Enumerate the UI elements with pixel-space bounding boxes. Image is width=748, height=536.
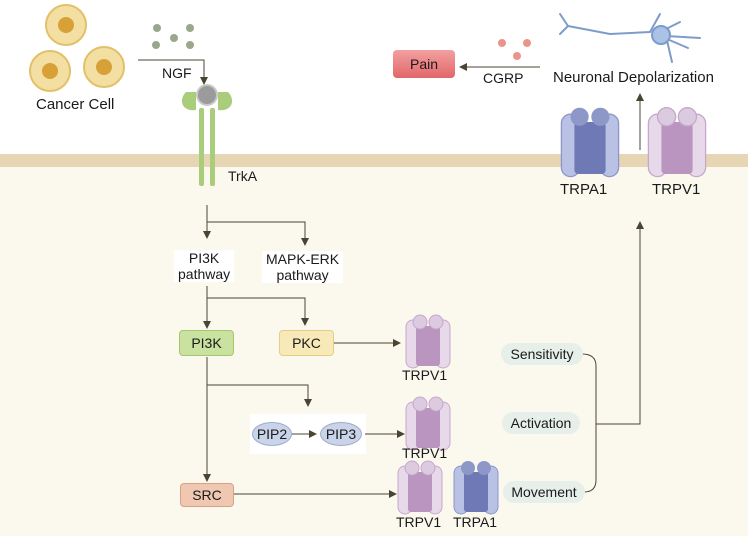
trpa1-channel-icon bbox=[560, 107, 620, 178]
mapk-pathway-line1: MAPK-ERK bbox=[266, 251, 340, 267]
effects-brace bbox=[581, 353, 597, 493]
trpv1-channel-icon bbox=[647, 107, 707, 178]
pi3k-pathway-line1: PI3K bbox=[188, 250, 220, 266]
movement-pill: Movement bbox=[503, 481, 585, 503]
pip3-node: PIP3 bbox=[320, 422, 362, 446]
trpa1-src-label: TRPA1 bbox=[453, 514, 498, 530]
cgrp-molecules-icon bbox=[498, 39, 531, 60]
trpa1-top-label: TRPA1 bbox=[560, 181, 608, 198]
trpv1-top-label: TRPV1 bbox=[652, 181, 701, 198]
cancer-cell-icon bbox=[29, 4, 125, 92]
ngf-molecules-icon bbox=[152, 24, 194, 49]
trka-receptor-icon bbox=[181, 84, 233, 186]
activation-pill: Activation bbox=[502, 412, 580, 434]
sensitivity-pill: Sensitivity bbox=[501, 343, 583, 365]
neuronal-depolarization-label: Neuronal Depolarization bbox=[553, 69, 714, 86]
cytoplasm-region bbox=[0, 165, 748, 536]
trpv1-src-label: TRPV1 bbox=[396, 514, 442, 530]
effects-to-depolarization-arrow bbox=[596, 221, 644, 425]
trka-to-mapk-pathway-arrow bbox=[207, 221, 309, 246]
cgrp-label: CGRP bbox=[483, 70, 524, 86]
trpv1-pkc-label: TRPV1 bbox=[402, 367, 448, 383]
ngf-to-trka-arrow bbox=[138, 59, 208, 85]
pi3k-pathway-line2: pathway bbox=[178, 266, 231, 283]
pi3k-pathway-label: PI3K pathway bbox=[174, 250, 235, 283]
pi3k-to-pip-arrow bbox=[207, 384, 312, 407]
pi3k-pathway-to-pkc-arrow bbox=[207, 297, 309, 326]
cancer-cell-label: Cancer Cell bbox=[36, 96, 115, 113]
ngf-label: NGF bbox=[162, 65, 192, 81]
pain-box: Pain bbox=[393, 50, 455, 78]
trpv1-pip-label: TRPV1 bbox=[402, 445, 448, 461]
pip2-node: PIP2 bbox=[252, 422, 292, 446]
pi3k-box: PI3K bbox=[179, 330, 234, 356]
neuron-icon bbox=[559, 13, 701, 63]
mapk-pathway-line2: pathway bbox=[276, 267, 329, 284]
pkc-box: PKC bbox=[279, 330, 334, 356]
trka-label: TrkA bbox=[228, 168, 258, 184]
src-box: SRC bbox=[180, 483, 234, 507]
mapk-pathway-label: MAPK-ERK pathway bbox=[262, 251, 344, 284]
cell-membrane bbox=[0, 154, 748, 167]
